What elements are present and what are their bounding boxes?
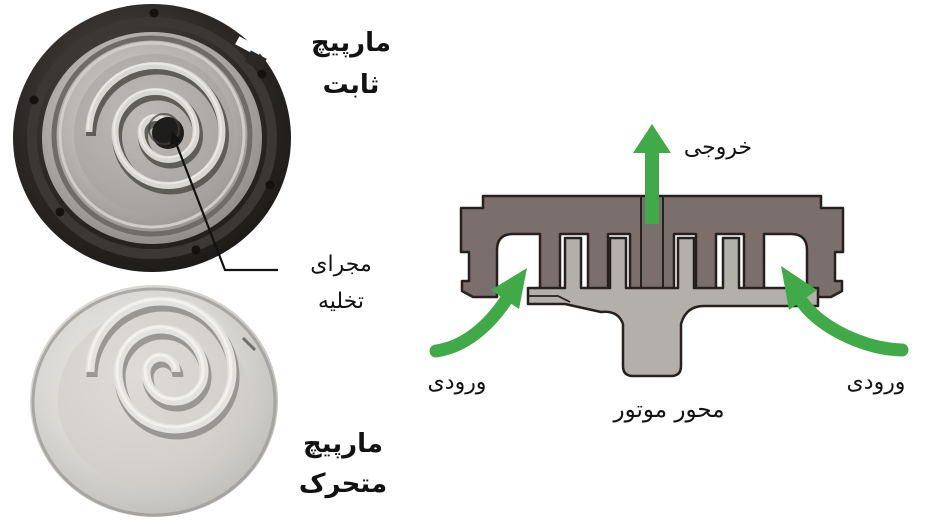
moving-scroll-label-line2: متحرک: [298, 469, 388, 499]
inlet-right-label: ورودی: [846, 370, 906, 395]
fixed-scroll-label-line1: مارپیچ: [311, 28, 391, 58]
fixed-scroll-body: [459, 194, 845, 299]
moving-scroll-photo: [30, 285, 278, 517]
discharge-pointer-line: [170, 131, 278, 272]
fixed-scroll-photo: [13, 2, 291, 272]
inlet-right-arrow-icon: [781, 266, 909, 357]
cross-section-diagram: [429, 124, 909, 378]
discharge-port-label-line1: مجرای: [310, 252, 372, 277]
discharge-channel: [640, 197, 664, 290]
moving-scroll-body: [526, 236, 820, 378]
moving-scroll-label-line1: مارپیچ: [303, 429, 383, 459]
casting-groove-dark: [51, 35, 253, 237]
moving-disc-rim: [31, 287, 277, 517]
motor-shaft-label: محور موتور: [613, 397, 725, 423]
inlet-left-arrow-icon: [429, 268, 527, 358]
discharge-port-label-line2: تخلیه: [317, 289, 365, 314]
fixed-spiral-wall: [85, 62, 230, 195]
pointer-arrowhead-icon: [170, 131, 181, 145]
moving-spiral-wall: [85, 296, 257, 440]
moving-scroll-label: مارپیچ متحرک: [281, 424, 405, 504]
bolt-holes: [29, 8, 275, 255]
rim-notches: [207, 2, 267, 71]
plate-lip-line: [528, 295, 571, 303]
outlet-label: خروجی: [683, 135, 753, 160]
fixed-scroll-label-line2: ثابت: [322, 70, 380, 100]
casting-ring-ledge: [27, 17, 277, 259]
inlet-left-label: ورودی: [427, 370, 487, 395]
discharge-hole-rim: [148, 113, 180, 145]
discharge-port-label: مجرای تخلیه: [286, 246, 396, 320]
outlet-arrow-icon: [633, 124, 671, 224]
fixed-scroll-label: مارپیچ ثابت: [286, 22, 416, 106]
casting-groove-light: [58, 41, 246, 229]
spiral-end-notch: [241, 336, 257, 352]
